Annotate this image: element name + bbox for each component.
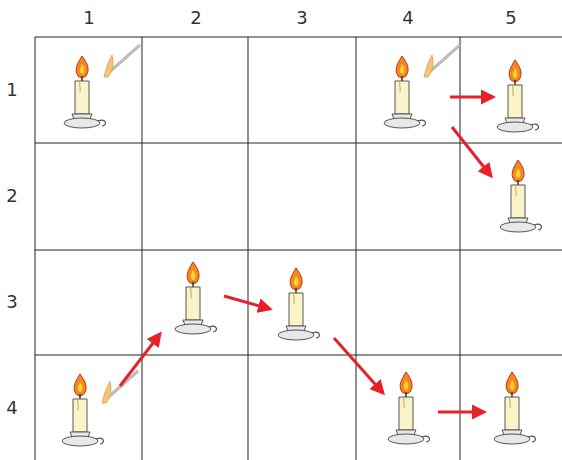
row-number: 2: [6, 187, 17, 205]
column-number: 3: [296, 9, 307, 27]
row-number: 4: [6, 399, 17, 417]
grid-lines: [35, 37, 562, 460]
matches: [102, 45, 460, 403]
column-number: 4: [402, 9, 413, 27]
column-number: 5: [505, 9, 516, 27]
row-number: 3: [6, 293, 17, 311]
candles: [62, 56, 541, 446]
row-number: 1: [6, 81, 17, 99]
red-arrows: [120, 97, 493, 412]
column-number: 2: [190, 9, 201, 27]
column-number: 1: [83, 9, 94, 27]
